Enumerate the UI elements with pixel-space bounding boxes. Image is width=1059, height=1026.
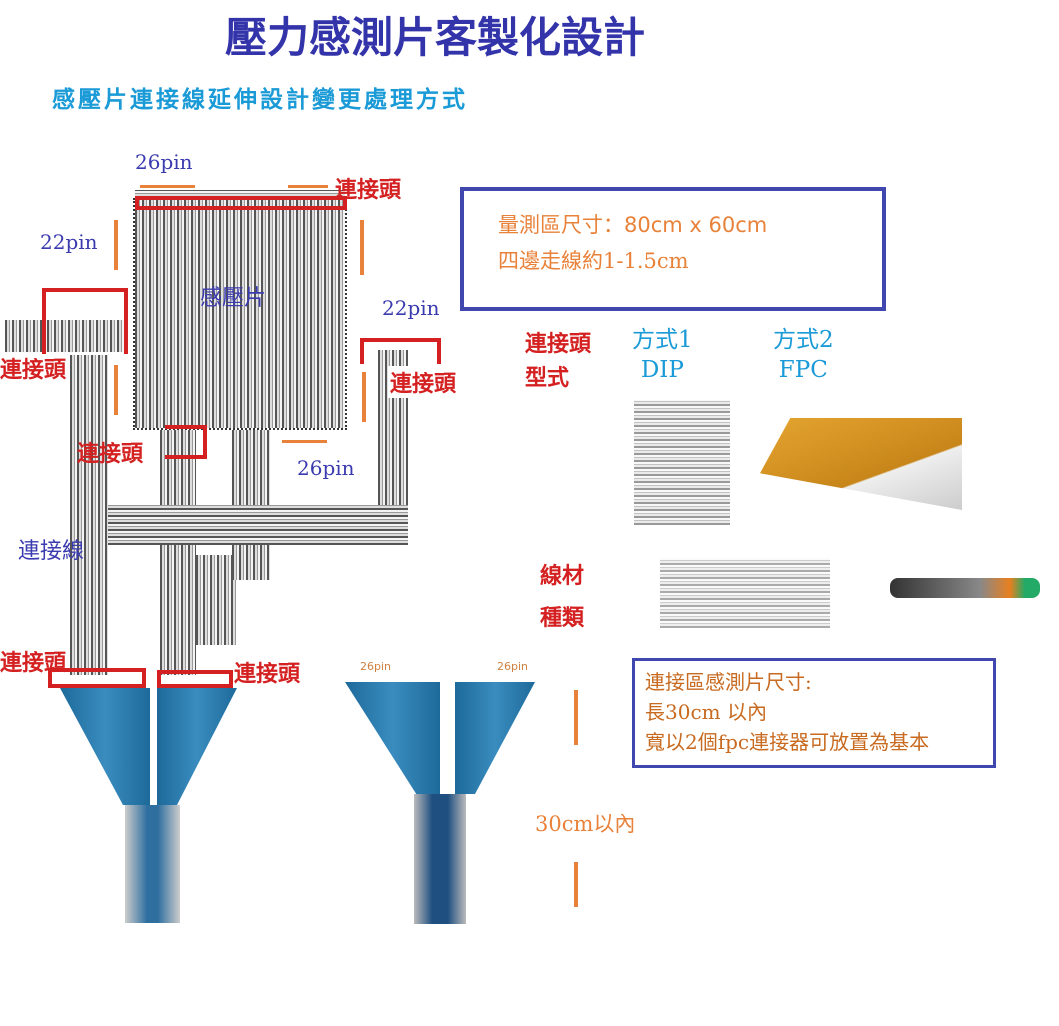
- spec-line1: 量測區尺寸：80cm x 60cm: [498, 209, 767, 239]
- arrow-down-icon: [114, 365, 118, 415]
- heading-line: 型式: [525, 366, 570, 391]
- arrow-down-icon: [574, 862, 578, 907]
- right-connector-marker: [360, 338, 441, 364]
- arrow-up-icon: [114, 220, 118, 270]
- option-label: 方式1: [632, 327, 693, 353]
- cable: [70, 355, 108, 675]
- box-line: 寬以2個fpc連接器可放置為基本: [645, 730, 930, 754]
- box-line: 連接區感測片尺寸:: [645, 670, 812, 694]
- cable-label: 連接線: [18, 539, 85, 564]
- fpc-connector-image: [760, 418, 962, 510]
- fpc-fan: [345, 682, 440, 794]
- subtitle: 感壓片連接線延伸設計變更處理方式: [52, 87, 468, 113]
- arrow-up-icon: [574, 690, 578, 745]
- pin-label-left: 22pin: [40, 230, 98, 254]
- top-connector-strip: [135, 190, 345, 198]
- cable: [196, 555, 236, 645]
- fan-pin-label: 26pin: [360, 660, 392, 673]
- sensor-sheet: [133, 198, 347, 430]
- spec-line2: 四邊走線約1-1.5cm: [498, 249, 689, 273]
- connector-marker-bottom-left: [48, 668, 146, 688]
- connector-label-left: 連接頭: [0, 358, 67, 383]
- connector-type-heading: 連接頭型式: [525, 328, 591, 396]
- length-label: 30cm以內: [535, 812, 636, 836]
- fpc-tail: [125, 805, 180, 923]
- pin-label-right: 22pin: [382, 296, 440, 320]
- sensor-label: 感壓片: [200, 286, 267, 311]
- top-connector-marker: [135, 196, 347, 210]
- pin-label-mid: 26pin: [297, 456, 355, 480]
- connector-label-bottom-right: 連接頭: [234, 662, 301, 687]
- spec-box: 量測區尺寸：80cm x 60cm 四邊走線約1-1.5cm: [460, 187, 886, 311]
- heading-line: 種類: [540, 606, 585, 631]
- box-line: 長30cm 以內: [645, 700, 767, 724]
- heading-line: 連接頭: [525, 332, 592, 357]
- arrow-left-icon: [140, 185, 195, 188]
- page-title: 壓力感測片客製化設計: [225, 13, 646, 62]
- spec-label: 量測區尺寸：: [498, 213, 624, 237]
- connector-label-top: 連接頭: [335, 178, 402, 203]
- pin-label-top: 26pin: [135, 150, 193, 174]
- connector-area-box: 連接區感測片尺寸: 長30cm 以內 寬以2個fpc連接器可放置為基本: [632, 658, 996, 768]
- option-label: FPC: [778, 357, 828, 383]
- connector-marker-bottom-right: [157, 670, 233, 688]
- connector-marker-mid: [165, 425, 207, 459]
- fan-pin-label: 26pin: [497, 660, 529, 673]
- fpc-tail: [414, 794, 466, 924]
- arrow-up-icon: [360, 220, 364, 275]
- heading-line: 線材: [540, 564, 585, 589]
- wire-type-heading: 線材種類: [540, 556, 584, 640]
- cable: [108, 505, 408, 545]
- fpc-fan: [60, 688, 150, 805]
- ribbon-cable-image: [660, 558, 830, 628]
- cable: [160, 430, 196, 675]
- fpc-fan: [455, 682, 535, 794]
- spec-value: 80cm x 60cm: [624, 213, 768, 237]
- left-connector-marker: [42, 288, 128, 354]
- option-label: DIP: [640, 357, 684, 383]
- round-cable-image: [890, 578, 1040, 598]
- option-label: 方式2: [773, 327, 834, 353]
- dip-connector-image: [634, 400, 730, 525]
- fpc-fan: [157, 688, 237, 805]
- arrow-down-icon: [362, 372, 366, 422]
- arrow-right-icon: [282, 440, 327, 443]
- connector-label-right: 連接頭: [388, 366, 459, 398]
- left-connector-strip: [5, 320, 125, 352]
- connector-label-mid: 連接頭: [77, 442, 144, 467]
- arrow-right-icon: [288, 185, 328, 188]
